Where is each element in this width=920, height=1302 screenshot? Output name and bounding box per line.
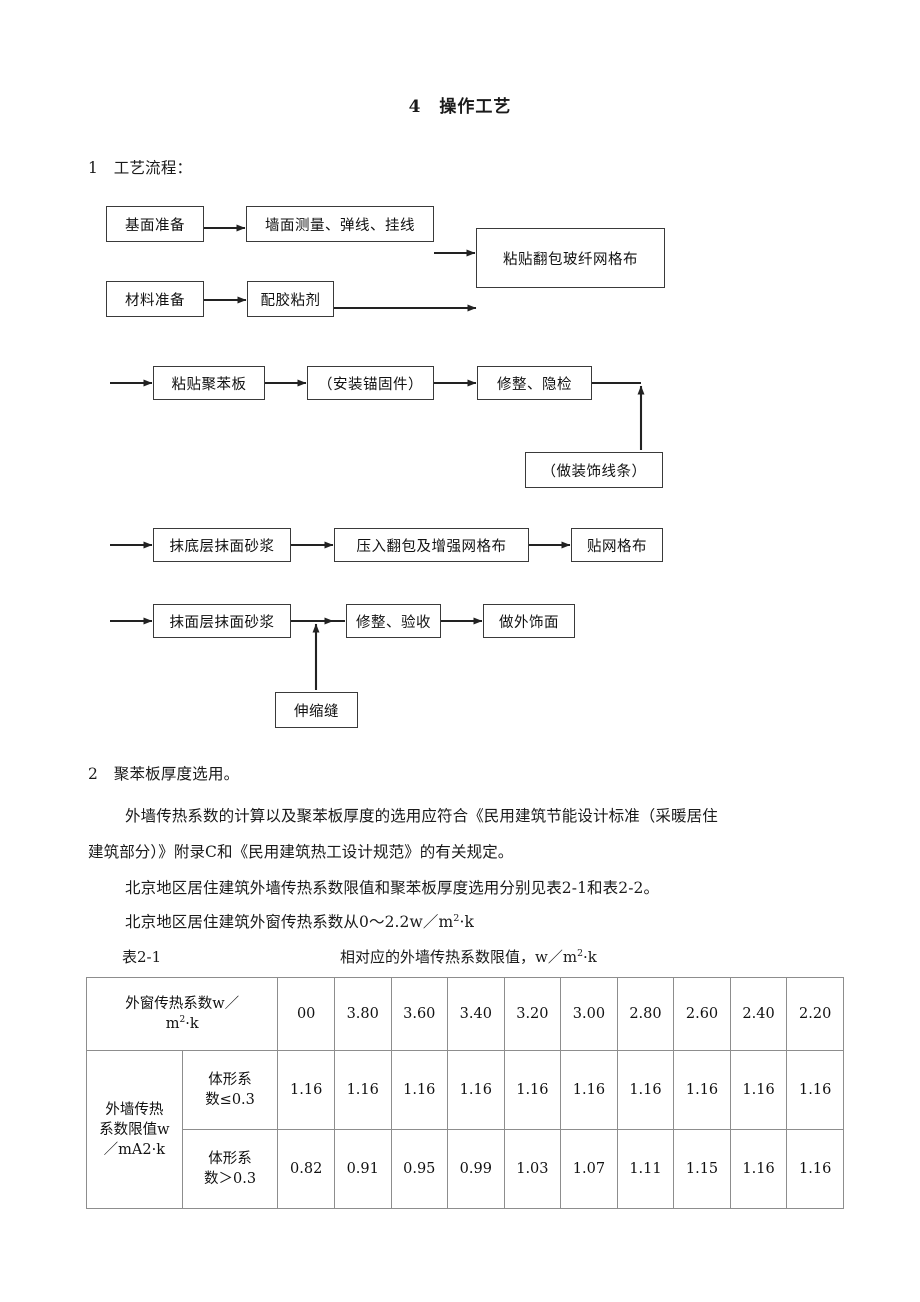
series-1-label-line-2: 数≤0.3 (205, 1092, 255, 1108)
header-cell: 2.20 (786, 977, 844, 1051)
data-cell: 1.16 (447, 1050, 505, 1130)
flow-box-momianceng: 抹面层抹面砂浆 (153, 604, 291, 638)
data-cell: 1.16 (503, 1050, 562, 1130)
section-2-label: 2 聚苯板厚度选用。 (88, 765, 240, 783)
data-cell: 1.16 (673, 1050, 731, 1130)
row-group-label-line-3: ／mA2·k (103, 1141, 166, 1158)
data-cell: 0.95 (390, 1129, 449, 1209)
data-cell: 1.16 (729, 1050, 788, 1130)
table-caption-superscript: 2 (577, 948, 583, 959)
data-cell: 1.16 (277, 1050, 335, 1130)
flow-box-jimian: 基面准备 (106, 206, 204, 242)
flow-box-yaru-fanbao: 压入翻包及增强网格布 (334, 528, 529, 562)
header-unit-m: m (165, 1016, 180, 1032)
paragraph-3-superscript: 2 (453, 912, 460, 924)
row-label-series-1: 体形系 数≤0.3 (181, 1050, 279, 1130)
data-cell: 1.16 (616, 1050, 675, 1130)
data-cell: 1.11 (616, 1129, 675, 1209)
flow-box-qiangmian: 墙面测量、弹线、挂线 (246, 206, 434, 242)
flow-box-zuozhuangshi-xiantiao: （做装饰线条） (525, 452, 663, 488)
row-group-label: 外墙传热 系数限值w ／mA2·k (86, 1050, 183, 1209)
header-cell: 3.00 (560, 977, 618, 1051)
flow-box-xiuzheng-yinjian: 修整、隐检 (477, 366, 592, 400)
page-title: 4 操作工艺 (408, 97, 512, 117)
data-cell: 1.16 (560, 1050, 618, 1130)
table-caption: 相对应的外墙传热系数限值，w／m2·k (340, 946, 597, 967)
paragraph-3-text: 北京地区居住建筑外窗传热系数从0～2.2w／m (125, 913, 454, 931)
header-label-line-2: m2·k (87, 1014, 277, 1034)
row-group-label-line-2: 系数限值w (99, 1121, 170, 1138)
data-cell: 1.07 (560, 1129, 618, 1209)
header-cell: 3.40 (447, 977, 505, 1051)
series-2-label-line-2: 数＞0.3 (204, 1171, 257, 1187)
section-1-label: 1 工艺流程： (88, 159, 193, 177)
paragraph-3: 北京地区居住建筑外窗传热系数从0～2.2w／m2·k (125, 912, 474, 932)
table-caption-tail: ·k (583, 948, 597, 966)
header-row-label: 外窗传热系数w／ m2·k (85, 977, 279, 1051)
table-row: 外墙传热 系数限值w ／mA2·k 体形系 数≤0.3 1.16 1.16 1.… (86, 1050, 844, 1209)
table-number: 表2-1 (122, 948, 162, 966)
flow-box-cailiao: 材料准备 (106, 281, 204, 317)
table-header-row: 外窗传热系数w／ m2·k 00 3.80 3.60 3.40 3.20 3.0… (85, 977, 844, 1051)
data-cell: 1.15 (673, 1129, 731, 1209)
header-label-line-1: 外窗传热系数w／ (125, 996, 240, 1012)
header-unit-k: ·k (185, 1016, 199, 1032)
flow-box-tie-wanggebu: 贴网格布 (571, 528, 663, 562)
header-cell: 2.60 (673, 977, 731, 1051)
data-cell: 0.82 (277, 1129, 335, 1209)
flow-box-modiceng: 抹底层抹面砂浆 (153, 528, 291, 562)
header-cell: 2.40 (729, 977, 788, 1051)
data-cell: 0.91 (333, 1129, 392, 1209)
table-caption-text: 相对应的外墙传热系数限值，w／m (340, 948, 578, 966)
data-cell: 1.16 (390, 1050, 449, 1130)
data-cell: 1.16 (729, 1129, 788, 1209)
flow-box-zhantie-jubanban: 粘贴聚苯板 (153, 366, 265, 400)
header-cell: 3.80 (333, 977, 392, 1051)
header-cell: 2.80 (616, 977, 675, 1051)
row-label-series-2: 体形系 数＞0.3 (181, 1129, 279, 1209)
header-cell: 3.60 (390, 977, 449, 1051)
flow-box-anzhuang-maoguiijian: （安装锚固件） (307, 366, 434, 400)
flow-box-xiuzheng-yanshou: 修整、验收 (346, 604, 441, 638)
data-cell: 1.16 (333, 1050, 392, 1130)
data-cell: 1.16 (786, 1129, 844, 1209)
row-group-label-line-1: 外墙传热 (105, 1101, 164, 1118)
header-cell: 00 (277, 977, 335, 1051)
paragraph-3-tail: ·k (459, 913, 475, 931)
paragraph-1-line-1: 外墙传热系数的计算以及聚苯板厚度的选用应符合《民用建筑节能设计标准（采暖居住 (125, 807, 718, 825)
series-2-label-line-1: 体形系 (208, 1151, 252, 1167)
paragraph-1-line-2: 建筑部分）》附录C和《民用建筑热工设计规范》的有关规定。 (88, 843, 514, 861)
header-cell: 3.20 (503, 977, 562, 1051)
data-cell: 1.03 (503, 1129, 562, 1209)
paragraph-2: 北京地区居住建筑外墙传热系数限值和聚苯板厚度选用分别见表2-1和表2-2。 (125, 879, 660, 897)
data-cell: 1.16 (786, 1050, 844, 1130)
coefficient-limits-table: 外窗传热系数w／ m2·k 00 3.80 3.60 3.40 3.20 3.0… (85, 977, 844, 1209)
flow-box-zuo-waishimian: 做外饰面 (483, 604, 575, 638)
table-row: 体形系 数＞0.3 0.82 0.91 0.95 0.99 1.03 1.07 … (87, 1129, 844, 1209)
series-1-label-line-1: 体形系 (208, 1072, 252, 1088)
flow-box-peijiao: 配胶粘剂 (247, 281, 334, 317)
flow-box-shensuofeng: 伸缩缝 (275, 692, 358, 728)
data-cell: 0.99 (447, 1129, 505, 1209)
header-unit-sup: 2 (179, 1015, 186, 1026)
flow-box-zhantie-fanbao: 粘贴翻包玻纤网格布 (476, 228, 665, 288)
